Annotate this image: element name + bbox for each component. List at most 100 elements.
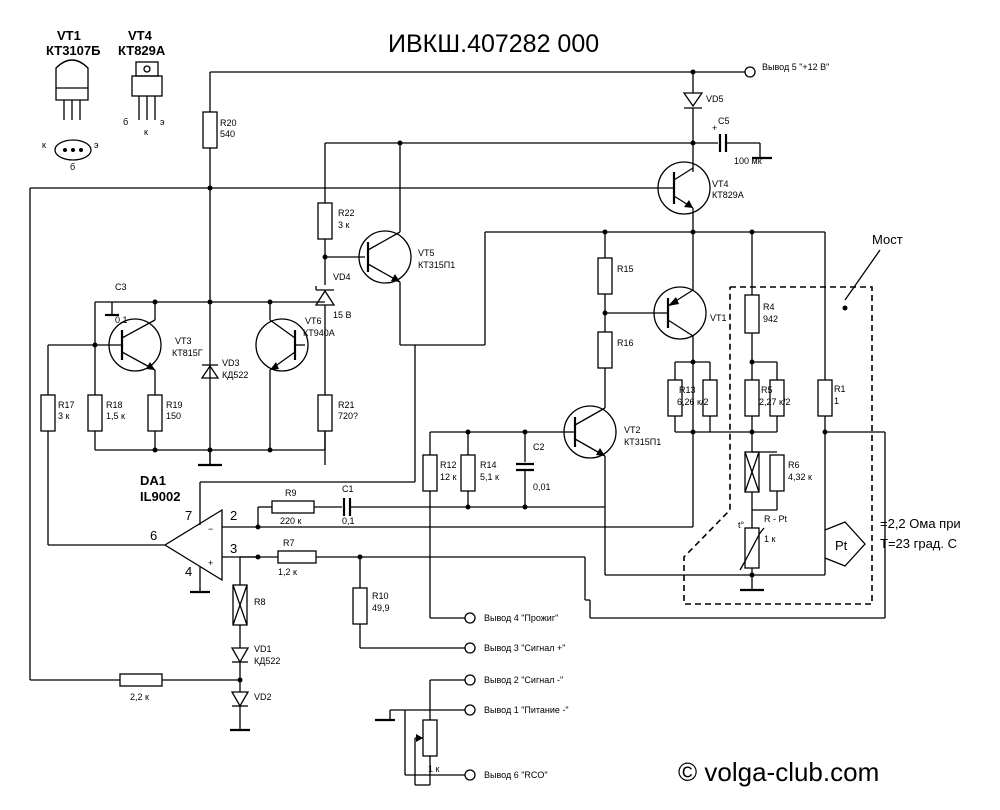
bridge-note-2: T=23 град. С	[880, 536, 957, 551]
r13-value: 6,26 к/2	[677, 397, 708, 407]
vt3-type: КТ815Г	[172, 348, 203, 358]
r20-value: 540	[220, 129, 235, 139]
da1-pin7: 7	[185, 508, 192, 523]
rail-plus12: Вывод 5 "+12 В"	[210, 62, 829, 78]
r18-value: 1,5 к	[106, 411, 125, 421]
c1-value: 0,1	[342, 516, 355, 526]
c5-label: C5	[718, 116, 730, 126]
r10-value: 49,9	[372, 603, 390, 613]
bridge: R4 942 R5 2,27 к/2 R6 4,32 к R - Pt t° 1…	[584, 232, 961, 619]
c3-value: 0,1	[115, 315, 128, 325]
copyright-text: © volga-club.com	[678, 757, 879, 787]
vt6-type: КТ940А	[303, 328, 335, 338]
rpt-t: t°	[738, 520, 745, 530]
vt1-label: VT1	[710, 313, 727, 323]
terminal-5-label: Вывод 5 "+12 В"	[762, 62, 829, 72]
r4-value: 942	[763, 314, 778, 324]
vd1-type: КД522	[254, 656, 280, 666]
r10: R10 49,9	[352, 557, 465, 649]
r20: R20 540	[202, 72, 237, 465]
r7-label: R7	[283, 538, 295, 548]
pot-value: 1 к	[428, 764, 440, 774]
r18-label: R18	[106, 400, 123, 410]
r4-label: R4	[763, 302, 775, 312]
bridge-pt: Pt	[835, 538, 848, 553]
vd5: VD5	[682, 72, 724, 172]
r9-value: 220 к	[280, 516, 302, 526]
da1-label: DA1	[140, 473, 166, 488]
r1-value: 1	[834, 396, 839, 406]
da1-pin2: 2	[230, 508, 237, 523]
r5-label: R5	[761, 385, 773, 395]
vt6-label: VT6	[305, 316, 322, 326]
r20-label: R20	[220, 118, 237, 128]
rpt-value: 1 к	[764, 534, 776, 544]
r12-value: 12 к	[440, 472, 457, 482]
vd2-label: VD2	[254, 692, 272, 702]
legend-vt1-pin-b: б	[70, 162, 75, 172]
vt2-label: VT2	[624, 425, 641, 435]
da1: − + DA1 IL9002 7 2 6 3 4	[48, 345, 693, 594]
r16-label: R16	[617, 338, 634, 348]
r9-label: R9	[285, 488, 297, 498]
c2-label: C2	[533, 442, 545, 452]
legend-vt1-name: VT1	[57, 28, 81, 43]
legend-vt4-type: КТ829А	[118, 43, 166, 58]
legend-vt4-pin-b: б	[123, 117, 128, 127]
r19-label: R19	[166, 400, 183, 410]
terminal-3-label: Вывод 3 "Сигнал +"	[484, 643, 565, 653]
r10-label: R10	[372, 591, 389, 601]
vt2-type: КТ315П1	[624, 437, 661, 447]
r6-value: 4,32 к	[788, 472, 812, 482]
r8-label: R8	[254, 597, 266, 607]
vt2-block: R12 12 к R14 5,1 к C2 0,01 VT2 КТ315П1	[422, 405, 752, 619]
vt4-label: VT4	[712, 179, 729, 189]
vt6: VT6 КТ940А R21 720?	[255, 299, 358, 450]
da1-type: IL9002	[140, 489, 180, 504]
legend-vt4-pin-k: к	[144, 127, 148, 137]
terminal-6-label: Вывод 6 "RCO"	[484, 770, 548, 780]
bridge-label: Мост	[872, 232, 903, 247]
da1-pin6: 6	[150, 528, 157, 543]
r15-label: R15	[617, 264, 634, 274]
r22-label: R22	[338, 208, 355, 218]
r21-label: R21	[338, 400, 355, 410]
r7-value: 1,2 к	[278, 567, 297, 577]
bridge-note-1: =2,2 Ома при	[880, 516, 961, 531]
vt3-block: C3 0,1 VT3 КТ815Г R17 3 к R18 1,5 к R19 …	[40, 282, 325, 545]
legend-vt4-name: VT4	[128, 28, 153, 43]
r22-value: 3 к	[338, 220, 350, 230]
vt4: VT4 КТ829А	[30, 161, 744, 282]
r13-label: R13	[679, 385, 696, 395]
c5: + C5 100 мк	[693, 116, 772, 166]
vd4-label: VD4	[333, 272, 351, 282]
da1-pin3: 3	[230, 541, 237, 556]
r17-value: 3 к	[58, 411, 70, 421]
vt5-network: R22 3 к VD4 15 В VT5 КТ315П1	[314, 140, 693, 465]
legend-vt1-pin-e: э	[94, 140, 99, 150]
c1-label: C1	[342, 484, 354, 494]
terminals-bottom: Вывод 4 "Прожиг" Вывод 3 "Сигнал +" Выво…	[375, 612, 569, 786]
da1-minus: −	[208, 524, 213, 534]
r14-label: R14	[480, 460, 497, 470]
vt3-label: VT3	[175, 336, 192, 346]
vd4-value: 15 В	[333, 310, 352, 320]
terminal-1-label: Вывод 1 "Питание -"	[484, 705, 569, 715]
r21-value: 720?	[338, 411, 358, 421]
vt4-type: КТ829А	[712, 190, 744, 200]
legend-vt4-pin-e: э	[160, 117, 165, 127]
r12-label: R12	[440, 460, 457, 470]
vt5-label: VT5	[418, 248, 435, 258]
legend-vt1-pin-k: к	[42, 140, 46, 150]
vd3-type: КД522	[222, 370, 248, 380]
vt1-block: R15 R16 VT1 R13 6,26 к/2	[420, 229, 825, 527]
legend-vt1-type: КТ3107Б	[46, 43, 100, 58]
legend-vt1: VT1 КТ3107Б к э б	[42, 28, 100, 172]
r7-r8: R7 1,2 к R8 VD1 КД522 VD2	[230, 538, 585, 732]
c5-value: 100 мк	[734, 156, 762, 166]
terminal-4-label: Вывод 4 "Прожиг"	[484, 613, 558, 623]
rpt-label: R - Pt	[764, 514, 788, 524]
vd1-label: VD1	[254, 644, 272, 654]
c2-value: 0,01	[533, 482, 551, 492]
